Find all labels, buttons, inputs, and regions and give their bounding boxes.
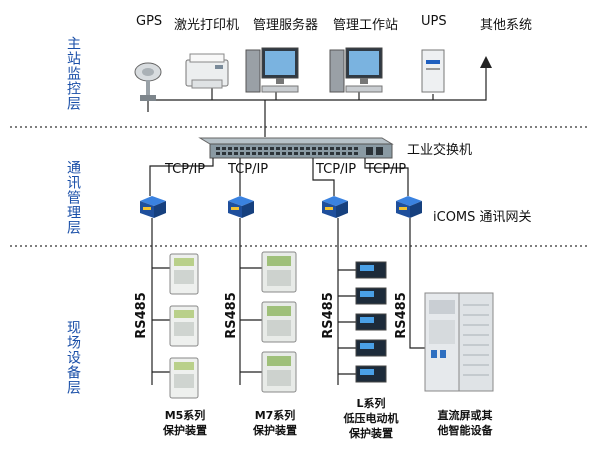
caption-l-line3: 保护装置: [349, 427, 393, 440]
label-tcpip-1: TCP/IP: [165, 162, 206, 177]
gateway-3-icon: [322, 196, 348, 218]
label-printer: 激光打印机: [174, 18, 240, 33]
gateway-4-icon: [396, 196, 422, 218]
layer-label-station: 主站监控层: [65, 36, 81, 111]
dc-cabinet-icon: [424, 292, 494, 392]
label-server: 管理服务器: [253, 18, 319, 33]
caption-m7-line1: M7系列: [254, 409, 296, 422]
m5-relay-icon: [169, 253, 199, 399]
caption-dc-line1: 直流屏或其: [437, 409, 493, 422]
layer-label-comm: 通讯管理层: [65, 160, 81, 235]
laser-printer-icon: [185, 53, 229, 89]
layer-label-field: 现场设备层: [65, 320, 81, 395]
rs485-links: [151, 218, 425, 385]
m7-relay-icon: [261, 251, 297, 393]
label-rs485-3: RS485: [320, 292, 336, 339]
l-series-protector-icon: [355, 261, 387, 383]
label-gateway: iCOMS 通讯网关: [433, 210, 532, 225]
label-tcpip-4: TCP/IP: [366, 162, 407, 177]
label-rs485-1: RS485: [133, 292, 149, 339]
gateway-1-icon: [140, 196, 166, 218]
label-ups: UPS: [421, 14, 447, 29]
caption-l: L系列 低压电动机 保护装置: [331, 396, 411, 441]
caption-m7-line2: 保护装置: [253, 424, 297, 437]
other-system-arrow-icon: [480, 56, 492, 68]
label-other-system: 其他系统: [480, 18, 533, 33]
caption-m7: M7系列 保护装置: [240, 408, 310, 438]
label-switch: 工业交换机: [407, 143, 473, 158]
label-rs485-2: RS485: [223, 292, 239, 339]
management-workstation-icon: [329, 47, 383, 93]
ups-icon: [421, 49, 445, 93]
gps-antenna-icon: [134, 62, 162, 101]
caption-m5-line1: M5系列: [164, 409, 206, 422]
label-rs485-4: RS485: [393, 292, 409, 339]
caption-m5: M5系列 保护装置: [150, 408, 220, 438]
label-tcpip-2: TCP/IP: [228, 162, 269, 177]
label-workstation: 管理工作站: [333, 18, 399, 33]
label-tcpip-3: TCP/IP: [316, 162, 357, 177]
caption-dc-line2: 他智能设备: [437, 424, 493, 437]
caption-m5-line2: 保护装置: [163, 424, 207, 437]
gateway-2-icon: [228, 196, 254, 218]
industrial-switch-icon: [198, 137, 394, 159]
caption-dc: 直流屏或其 他智能设备: [425, 408, 505, 438]
label-gps: GPS: [136, 14, 163, 29]
tcpip-links: [149, 158, 409, 196]
caption-l-line2: 低压电动机: [343, 412, 399, 425]
caption-l-line1: L系列: [356, 397, 386, 410]
management-server-icon: [245, 47, 299, 93]
